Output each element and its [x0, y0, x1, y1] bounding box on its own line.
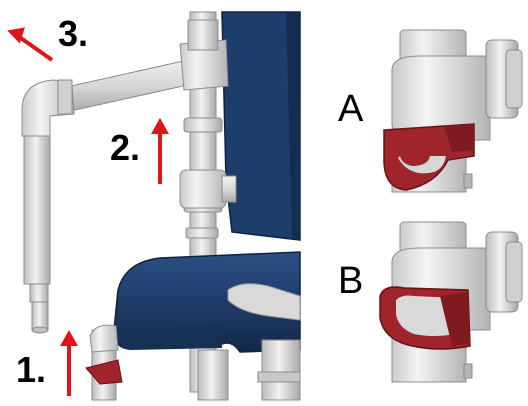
chair-seat — [113, 251, 301, 353]
step-1-label: 1. — [16, 349, 47, 390]
arrow-step-1 — [60, 330, 78, 396]
lower-frame — [85, 324, 301, 401]
step-3-label: 3. — [58, 13, 89, 54]
armrest-leg — [23, 135, 51, 334]
detail-b-fitting — [379, 221, 523, 383]
variant-a-label: A — [338, 88, 364, 130]
chair-backrest — [221, 11, 301, 241]
arrow-step-2 — [151, 118, 169, 184]
variant-b-label: B — [338, 260, 364, 302]
detail-a-fitting — [383, 29, 523, 193]
armrest-tube — [21, 19, 229, 137]
arrow-step-3 — [7, 27, 54, 62]
step-2-label: 2. — [110, 127, 141, 168]
